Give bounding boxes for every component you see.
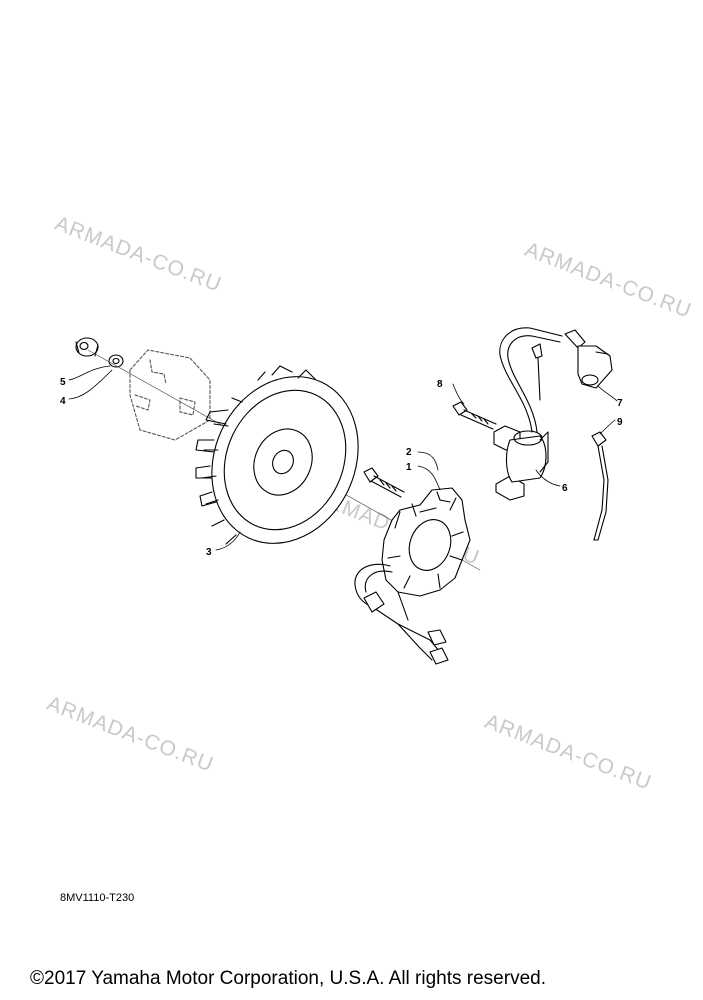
cable-tie [591,431,609,541]
nut [75,337,99,357]
callout-7: 7 [617,398,623,409]
callout-1: 1 [406,462,412,473]
callout-3: 3 [206,547,212,558]
stator-bolt [363,467,405,498]
coil-bolt [452,401,497,430]
washer [108,354,124,368]
starter-cup-ghost [129,349,211,441]
diagram-part-code: 8MV1110-T230 [60,892,135,904]
callout-5: 5 [60,377,66,388]
copyright-notice: ©2017 Yamaha Motor Corporation, U.S.A. A… [30,968,546,989]
callout-9: 9 [617,417,623,428]
ignition-coil [493,327,563,501]
callout-2: 2 [406,447,412,458]
flywheel [195,365,359,545]
stator [354,487,471,665]
callout-6: 6 [562,483,568,494]
spark-plug-cap [564,329,613,389]
callout-8: 8 [437,379,443,390]
callout-4: 4 [60,396,66,407]
